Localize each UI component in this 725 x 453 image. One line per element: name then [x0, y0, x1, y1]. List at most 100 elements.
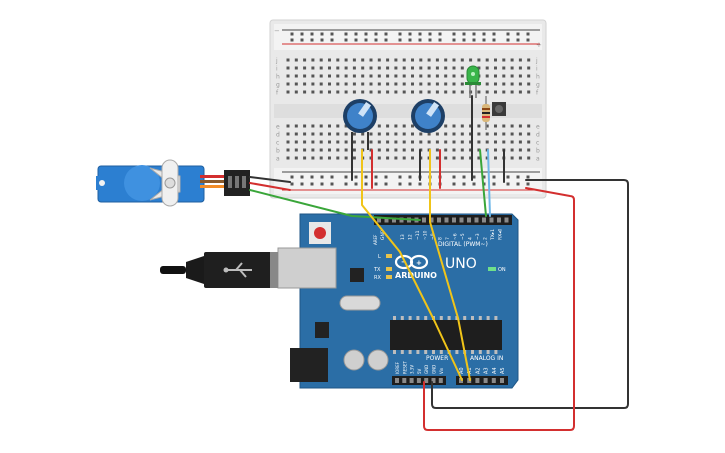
breadboard-hole[interactable]	[477, 156, 481, 160]
breadboard-hole[interactable]	[518, 124, 522, 128]
header-pin[interactable]	[482, 217, 486, 223]
breadboard-hole[interactable]	[311, 58, 315, 62]
header-pin[interactable]	[452, 217, 456, 223]
breadboard-hole[interactable]	[386, 82, 390, 86]
breadboard-hole[interactable]	[286, 74, 290, 78]
breadboard-hole[interactable]	[444, 124, 448, 128]
breadboard-hole[interactable]	[303, 82, 307, 86]
breadboard-hole[interactable]	[352, 82, 356, 86]
rail-hole[interactable]	[428, 38, 432, 42]
rail-hole[interactable]	[526, 38, 530, 42]
wires[interactable]	[249, 95, 629, 431]
rail-hole[interactable]	[384, 175, 388, 179]
rail-hole[interactable]	[526, 175, 530, 179]
rail-hole[interactable]	[492, 32, 496, 36]
pushbutton[interactable]	[492, 102, 506, 116]
rail-hole[interactable]	[418, 38, 422, 42]
breadboard-hole[interactable]	[336, 124, 340, 128]
breadboard-hole[interactable]	[469, 132, 473, 136]
breadboard-hole[interactable]	[527, 58, 531, 62]
breadboard-hole[interactable]	[460, 132, 464, 136]
rail-hole[interactable]	[290, 32, 294, 36]
breadboard-hole[interactable]	[319, 66, 323, 70]
rail-hole[interactable]	[482, 32, 486, 36]
breadboard-hole[interactable]	[369, 74, 373, 78]
breadboard-hole[interactable]	[311, 132, 315, 136]
breadboard-hole[interactable]	[311, 82, 315, 86]
header-pin[interactable]	[402, 378, 407, 383]
breadboard-hole[interactable]	[518, 148, 522, 152]
breadboard-hole[interactable]	[494, 148, 497, 152]
breadboard-hole[interactable]	[402, 74, 406, 78]
header-pin[interactable]	[504, 217, 509, 223]
breadboard-hole[interactable]	[369, 90, 373, 94]
breadboard-hole[interactable]	[303, 132, 307, 136]
rail-hole[interactable]	[354, 32, 358, 36]
breadboard-hole[interactable]	[460, 148, 464, 152]
breadboard-hole[interactable]	[419, 90, 423, 94]
breadboard-hole[interactable]	[435, 90, 439, 94]
breadboard-hole[interactable]	[294, 148, 298, 152]
breadboard-hole[interactable]	[303, 66, 307, 70]
rail-hole[interactable]	[310, 182, 314, 186]
breadboard-hole[interactable]	[303, 58, 307, 62]
header-pin[interactable]	[459, 217, 464, 223]
rail-hole[interactable]	[438, 32, 442, 36]
breadboard-hole[interactable]	[369, 58, 373, 62]
wire-servo-vcc[interactable]	[249, 182, 291, 191]
rail-hole[interactable]	[472, 175, 476, 179]
breadboard-hole[interactable]	[377, 124, 381, 128]
rail-hole[interactable]	[472, 32, 476, 36]
breadboard-hole[interactable]	[386, 58, 390, 62]
potentiometer-2[interactable]	[411, 99, 445, 133]
wire-gnd-loop[interactable]	[431, 179, 629, 409]
rail-hole[interactable]	[482, 175, 486, 179]
breadboard-hole[interactable]	[411, 124, 414, 128]
rail-hole[interactable]	[516, 182, 520, 186]
breadboard-hole[interactable]	[469, 140, 473, 144]
breadboard-hole[interactable]	[419, 66, 423, 70]
breadboard-hole[interactable]	[394, 124, 398, 128]
wire-servo-signal[interactable]	[249, 189, 421, 221]
rail-hole[interactable]	[506, 32, 510, 36]
breadboard-hole[interactable]	[510, 82, 514, 86]
breadboard-hole[interactable]	[286, 82, 290, 86]
rail-hole[interactable]	[344, 182, 348, 186]
rail-hole[interactable]	[408, 38, 412, 42]
breadboard-hole[interactable]	[469, 148, 473, 152]
rail-hole[interactable]	[330, 175, 334, 179]
header-pin[interactable]	[474, 217, 479, 223]
breadboard-hole[interactable]	[386, 148, 390, 152]
breadboard-hole[interactable]	[303, 124, 307, 128]
rail-hole[interactable]	[310, 32, 314, 36]
header-pin[interactable]	[431, 378, 436, 383]
breadboard-hole[interactable]	[311, 140, 315, 144]
rail-hole[interactable]	[398, 175, 402, 179]
breadboard-hole[interactable]	[427, 66, 431, 70]
rail-hole[interactable]	[364, 175, 368, 179]
breadboard-hole[interactable]	[352, 74, 356, 78]
breadboard-hole[interactable]	[344, 148, 348, 152]
breadboard-hole[interactable]	[435, 148, 439, 152]
breadboard-hole[interactable]	[477, 90, 481, 94]
breadboard-hole[interactable]	[452, 132, 456, 136]
breadboard-hole[interactable]	[452, 74, 456, 78]
breadboard-hole[interactable]	[294, 124, 298, 128]
rail-hole[interactable]	[310, 175, 314, 179]
breadboard-hole[interactable]	[352, 148, 356, 152]
breadboard-hole[interactable]	[502, 140, 506, 144]
breadboard-hole[interactable]	[328, 66, 331, 70]
breadboard-hole[interactable]	[411, 58, 414, 62]
header-pin[interactable]	[429, 217, 434, 223]
breadboard-hole[interactable]	[377, 58, 381, 62]
breadboard-hole[interactable]	[319, 90, 323, 94]
rail-hole[interactable]	[354, 182, 358, 186]
breadboard-hole[interactable]	[527, 82, 531, 86]
rail-hole[interactable]	[526, 182, 530, 186]
breadboard-hole[interactable]	[452, 148, 456, 152]
rail-hole[interactable]	[310, 38, 314, 42]
breadboard-hole[interactable]	[527, 66, 531, 70]
header-pin[interactable]	[437, 217, 441, 223]
rail-hole[interactable]	[492, 38, 496, 42]
